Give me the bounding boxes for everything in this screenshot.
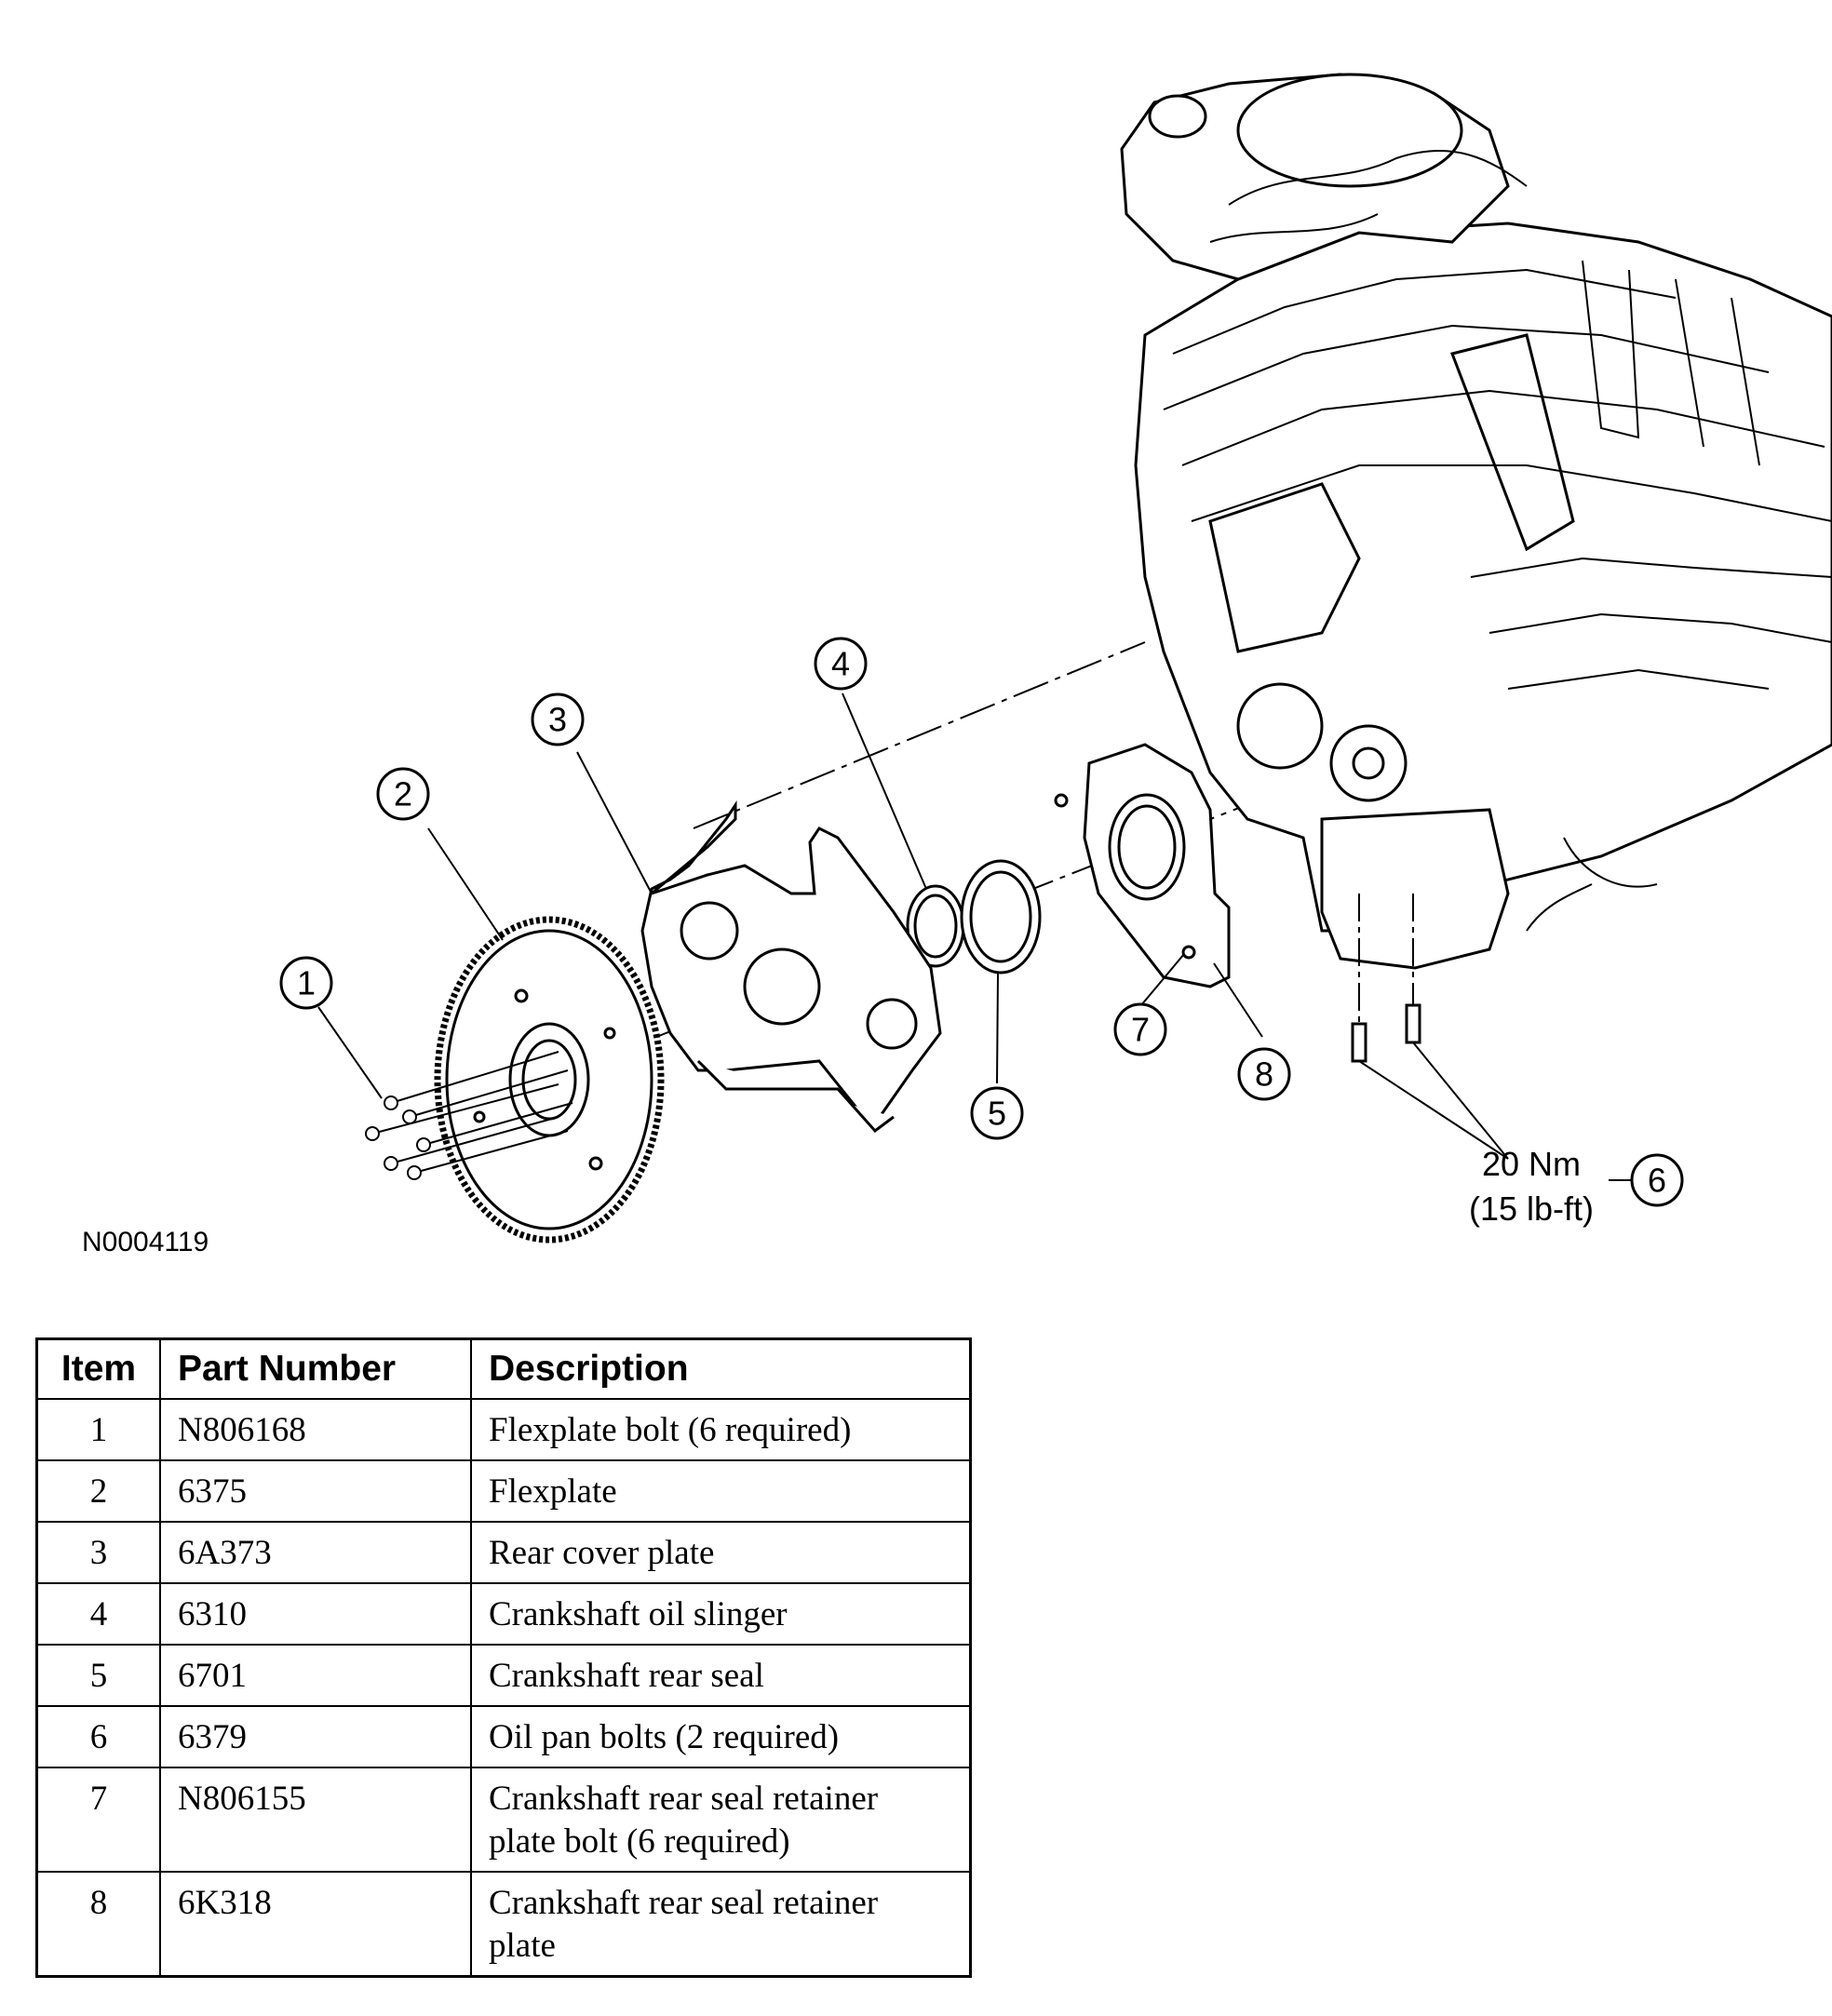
callout-4: 4: [831, 645, 850, 683]
cell-description: Crankshaft rear seal retainer plate: [470, 1871, 972, 1978]
callout-8: 8: [1255, 1055, 1273, 1094]
header-part-number: Part Number: [159, 1337, 472, 1400]
cell-item: 2: [35, 1459, 161, 1523]
cell-item: 4: [35, 1582, 161, 1646]
cell-description: Crankshaft rear seal retainer plate bolt…: [470, 1767, 972, 1873]
table-row: 4 6310 Crankshaft oil slinger: [35, 1582, 972, 1646]
table-row: 1 N806168 Flexplate bolt (6 required): [35, 1398, 972, 1461]
flexplate-drawing: [434, 916, 665, 1243]
callout-1: 1: [297, 964, 316, 1002]
table-row: 6 6379 Oil pan bolts (2 required): [35, 1705, 972, 1768]
callout-6: 6: [1648, 1162, 1666, 1200]
cell-part-number: 6A373: [159, 1521, 472, 1584]
table-row: 7 N806155 Crankshaft rear seal retainer …: [35, 1767, 972, 1873]
retainer-plate-drawing: [1054, 743, 1231, 988]
leader-lines: [317, 692, 1631, 1181]
oil-pan-bolts: [1351, 894, 1421, 1063]
cell-part-number: N806155: [159, 1767, 472, 1873]
table-row: 5 6701 Crankshaft rear seal: [35, 1644, 972, 1707]
table-row: 3 6A373 Rear cover plate: [35, 1521, 972, 1584]
cell-item: 7: [35, 1767, 161, 1873]
cell-description: Flexplate: [470, 1459, 972, 1523]
callout-3: 3: [548, 701, 567, 739]
callout-numbers: 1 2 3 4 5 6 7 8: [297, 645, 1666, 1200]
callout-2: 2: [394, 775, 412, 813]
cell-item: 3: [35, 1521, 161, 1584]
cell-part-number: N806168: [159, 1398, 472, 1461]
cell-description: Crankshaft oil slinger: [470, 1582, 972, 1646]
cell-item: 5: [35, 1644, 161, 1707]
callout-circles: [279, 637, 1684, 1207]
cell-description: Crankshaft rear seal: [470, 1644, 972, 1707]
cell-part-number: 6K318: [159, 1871, 472, 1978]
parts-table: Item Part Number Description 1 N806168 F…: [35, 1337, 972, 1978]
torque-metric: 20 Nm: [1482, 1145, 1581, 1183]
cell-description: Oil pan bolts (2 required): [470, 1705, 972, 1768]
exploded-view-illustration: 1 2 3 4 5 6 7 8 20 Nm (15 lb-ft): [279, 73, 1832, 1243]
engine-block-drawing: [1120, 73, 1832, 970]
cell-item: 6: [35, 1705, 161, 1768]
slinger-and-seal-drawing: [906, 859, 1042, 974]
cell-part-number: 6375: [159, 1459, 472, 1523]
cell-part-number: 6310: [159, 1582, 472, 1646]
cell-item: 8: [35, 1871, 161, 1978]
header-item: Item: [35, 1337, 161, 1400]
torque-imperial: (15 lb-ft): [1469, 1189, 1594, 1228]
figure-id: N0004119: [82, 1227, 209, 1257]
table-row: 2 6375 Flexplate: [35, 1459, 972, 1523]
engine-detail-lines: [1163, 150, 1832, 932]
callout-7: 7: [1131, 1011, 1150, 1049]
cell-item: 1: [35, 1398, 161, 1461]
cell-part-number: 6701: [159, 1644, 472, 1707]
header-description: Description: [470, 1337, 972, 1400]
cell-description: Flexplate bolt (6 required): [470, 1398, 972, 1461]
cell-description: Rear cover plate: [470, 1521, 972, 1584]
cell-part-number: 6379: [159, 1705, 472, 1768]
callout-5: 5: [988, 1095, 1006, 1133]
rear-cover-plate-drawing: [640, 800, 942, 1134]
table-header-row: Item Part Number Description: [35, 1337, 972, 1400]
table-row: 8 6K318 Crankshaft rear seal retainer pl…: [35, 1871, 972, 1978]
flexplate-bolts: [365, 1051, 573, 1180]
